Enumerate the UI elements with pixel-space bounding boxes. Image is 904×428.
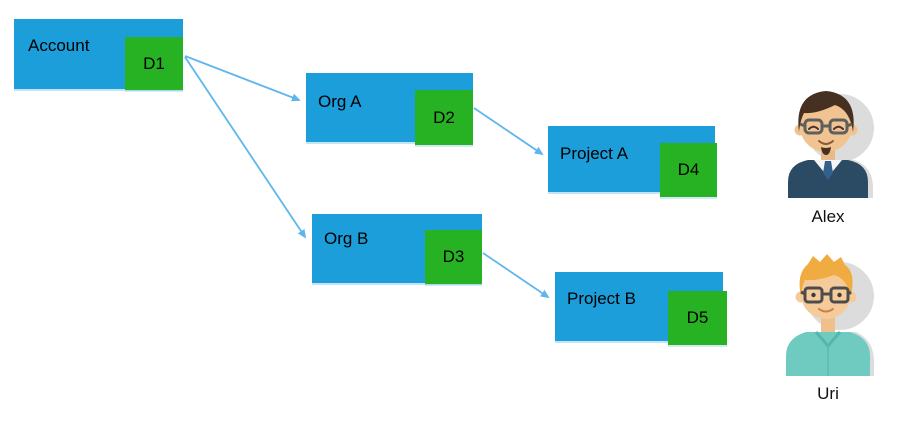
arrow-d1-orga: [184, 55, 301, 102]
node-project-a-label: Project A: [560, 144, 629, 163]
user-alex-name: Alex: [811, 207, 845, 226]
badge-d4: D4: [660, 143, 717, 197]
node-org-a-label: Org A: [318, 92, 362, 111]
arrow-d1-orgb: [184, 56, 307, 239]
badge-d3: D3: [425, 230, 482, 284]
arrow-d3-projectb: [482, 252, 550, 299]
user-uri-name: Uri: [817, 384, 839, 403]
user-uri: Uri: [780, 250, 876, 404]
badge-d5: D5: [668, 291, 727, 345]
node-project-b-label: Project B: [567, 289, 636, 308]
user-alex: Alex: [780, 84, 876, 227]
badge-d2: D2: [415, 90, 473, 145]
node-org-b-label: Org B: [324, 229, 369, 248]
uri-avatar-icon: [786, 254, 874, 376]
alex-avatar-icon: [788, 91, 874, 198]
arrow-d2-projecta: [473, 107, 544, 156]
badge-d1: D1: [125, 37, 183, 90]
node-account-label: Account: [28, 36, 90, 55]
